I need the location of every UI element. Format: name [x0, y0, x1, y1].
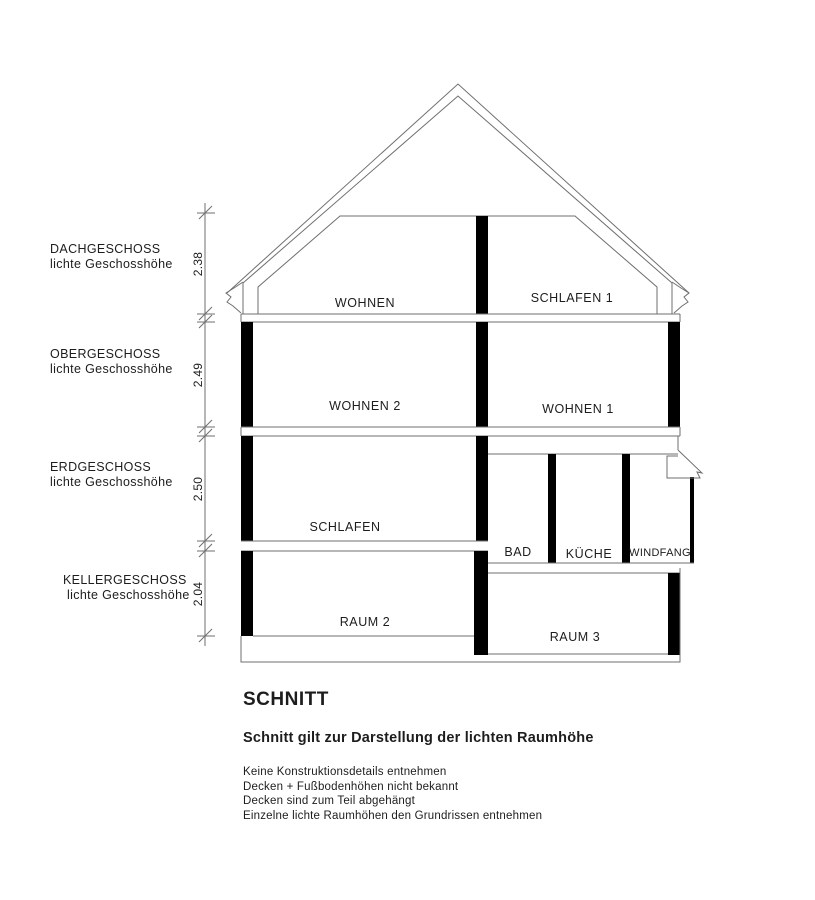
drawing-note-3: Decken sind zum Teil abgehängt	[243, 795, 416, 807]
wall-ground-left	[241, 436, 253, 541]
roof-inner-line	[242, 95, 673, 284]
room-label-ground-left: SCHLAFEN	[309, 520, 380, 534]
storey-labels: DACHGESCHOSS lichte Geschosshöhe OBERGES…	[50, 242, 190, 602]
upper-floor-slab	[240, 426, 681, 437]
dimension-ticks	[197, 205, 215, 643]
basement-storey	[240, 551, 681, 663]
dimension-value-ground: 2.50	[191, 477, 205, 502]
wall-windfang-outer	[690, 477, 694, 563]
upper-storey	[240, 322, 681, 437]
drawing-note-1: Keine Konstruktionsdetails entnehmen	[243, 766, 446, 778]
attic-partition-wall	[476, 216, 488, 314]
dimension-value-upper: 2.49	[191, 363, 205, 388]
wall-bad-kueche	[548, 454, 556, 563]
room-label-upper-right: WOHNEN 1	[542, 402, 614, 416]
gutter-right-detail	[671, 281, 690, 314]
dimension-value-basement: 2.04	[191, 582, 205, 607]
dimension-chain: 2.38 2.49 2.50 2.04	[191, 203, 215, 646]
attic-floor-slab	[240, 313, 681, 323]
room-label-windfang: WINDFANG	[629, 547, 691, 559]
wall-upper-left	[241, 322, 253, 427]
drawing-subtitle: Schnitt gilt zur Darstellung der lichten…	[243, 730, 594, 746]
room-label-bad: BAD	[504, 545, 531, 559]
storey-label-upper: OBERGESCHOSS	[50, 347, 160, 361]
drawing-title: SCHNITT	[243, 689, 329, 710]
foundation-outline	[240, 568, 681, 663]
storey-label-attic: DACHGESCHOSS	[50, 242, 160, 256]
storey-label-basement: KELLERGESCHOSS	[63, 573, 187, 587]
drawing-note-2: Decken + Fußbodenhöhen nicht bekannt	[243, 781, 459, 793]
room-label-kueche: KÜCHE	[566, 547, 613, 561]
wall-upper-middle	[476, 322, 488, 427]
attic-room-outline	[257, 215, 658, 314]
eave-wall-edges	[242, 283, 673, 314]
ground-right-floor-slab	[488, 562, 694, 574]
room-label-attic-left: WOHNEN	[335, 296, 395, 310]
ground-left-floor-slab	[241, 540, 488, 552]
title-block: SCHNITT Schnitt gilt zur Darstellung der…	[243, 689, 594, 822]
roof	[225, 83, 690, 314]
entrance-canopy	[666, 436, 704, 479]
roof-outer-outline	[226, 83, 690, 294]
room-label-upper-left: WOHNEN 2	[329, 399, 401, 413]
room-labels: WOHNEN SCHLAFEN 1 WOHNEN 2 WOHNEN 1 SCHL…	[309, 291, 690, 644]
drawing-note-4: Einzelne lichte Raumhöhen den Grundrisse…	[243, 810, 542, 822]
storey-sublabel-attic: lichte Geschosshöhe	[50, 257, 173, 271]
attic-storey	[240, 215, 681, 323]
wall-upper-right	[668, 322, 680, 427]
room-label-basement-left: RAUM 2	[340, 615, 391, 629]
wall-ground-middle	[476, 436, 488, 541]
wall-kueche-windfang	[622, 454, 630, 563]
ground-storey	[241, 436, 704, 574]
storey-sublabel-basement: lichte Geschosshöhe	[67, 588, 190, 602]
storey-sublabel-upper: lichte Geschosshöhe	[50, 362, 173, 376]
room-label-attic-right: SCHLAFEN 1	[531, 291, 614, 305]
wall-basement-middle	[474, 551, 488, 655]
storey-label-ground: ERDGESCHOSS	[50, 460, 151, 474]
wall-basement-right	[668, 573, 680, 655]
gutter-left-detail	[225, 281, 244, 314]
room-label-basement-right: RAUM 3	[550, 630, 601, 644]
dimension-value-attic: 2.38	[191, 252, 205, 277]
wall-basement-left	[241, 551, 253, 636]
storey-sublabel-ground: lichte Geschosshöhe	[50, 475, 173, 489]
